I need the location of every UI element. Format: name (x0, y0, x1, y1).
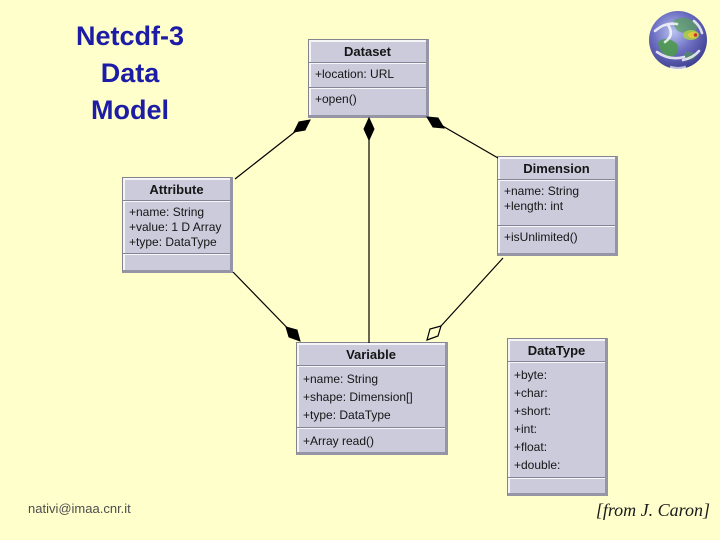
uml-class-attribute: Attribute +name: String +value: 1 D Arra… (122, 177, 233, 273)
class-name: Attribute (123, 178, 230, 201)
attributes-section: +byte: +char: +short: +int: +float: +dou… (508, 362, 605, 478)
attribute-row: +byte: (514, 368, 548, 382)
method-row: +Array read() (303, 434, 375, 448)
edge-dataset-attribute (234, 119, 311, 180)
attribute-row: +float: (514, 440, 548, 454)
method-row: +isUnlimited() (504, 230, 578, 244)
methods-section-empty (123, 254, 230, 276)
methods-section-empty (508, 478, 605, 500)
methods-section: +open() (309, 88, 426, 115)
edge-dimension-variable (440, 257, 504, 327)
footer-email: nativi@imaa.cnr.it (28, 501, 131, 516)
attribute-row: +type: DataType (303, 408, 391, 422)
attribute-row: +name: String (303, 372, 379, 386)
attribute-row: +location: URL (315, 67, 395, 81)
composition-diamond-icon (363, 116, 375, 142)
uml-class-dimension: Dimension +name: String +length: int +is… (497, 156, 618, 256)
attribute-row: +double: (514, 458, 561, 472)
uml-class-dataset: Dataset +location: URL +open() (308, 39, 429, 118)
attribute-row: +name: String (129, 205, 205, 219)
aggregation-diamond-icon (426, 325, 442, 341)
slide-title: Netcdf-3 Data Model (28, 18, 232, 129)
class-name: Variable (297, 343, 445, 366)
attribute-row: +int: (514, 422, 538, 436)
footer-attribution: [from J. Caron] (595, 500, 710, 520)
attribute-row: +char: (514, 386, 548, 400)
edge-dataset-dimension (426, 116, 499, 159)
attribute-row: +length: int (504, 199, 564, 213)
earth-globe-icon (646, 8, 710, 72)
title-line-2: Data (100, 58, 160, 88)
uml-class-datatype: DataType +byte: +char: +short: +int: +fl… (507, 338, 608, 496)
attribute-row: +short: (514, 404, 552, 418)
title-line-3: Model (91, 95, 169, 125)
attributes-section: +name: String +length: int (498, 180, 615, 226)
method-row: +open() (315, 92, 357, 106)
methods-section: +isUnlimited() (498, 226, 615, 253)
attribute-row: +shape: Dimension[] (303, 390, 413, 404)
methods-section: +Array read() (297, 428, 445, 458)
attribute-row: +name: String (504, 184, 580, 198)
attributes-section: +location: URL (309, 63, 426, 88)
composition-diamond-icon (293, 119, 311, 133)
attributes-section: +name: String +shape: Dimension[] +type:… (297, 366, 445, 428)
uml-class-variable: Variable +name: String +shape: Dimension… (296, 342, 448, 455)
title-line-1: Netcdf-3 (75, 21, 184, 51)
composition-diamond-icon (426, 116, 445, 129)
class-name: Dimension (498, 157, 615, 180)
composition-diamond-icon (285, 326, 301, 342)
class-name: Dataset (309, 40, 426, 63)
class-name: DataType (508, 339, 605, 362)
attribute-row: +value: 1 D Array (129, 220, 222, 234)
attribute-row: +type: DataType (129, 235, 217, 249)
attributes-section: +name: String +value: 1 D Array +type: D… (123, 201, 230, 254)
edge-attribute-variable (232, 271, 301, 342)
